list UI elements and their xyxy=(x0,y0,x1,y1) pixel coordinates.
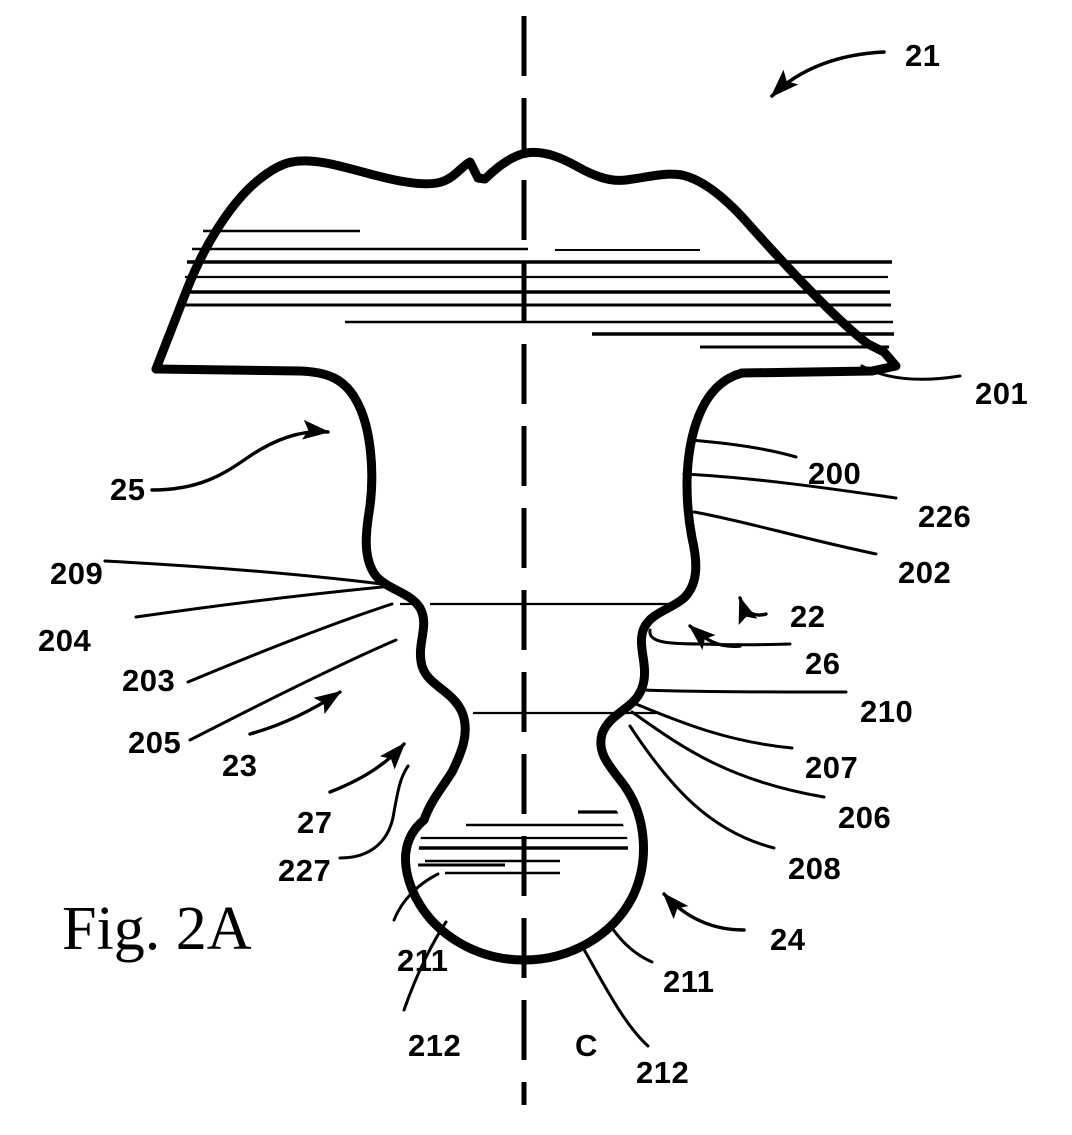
ref-label-25: 25 xyxy=(110,472,146,507)
ref-label-axis-c: C xyxy=(575,1028,598,1063)
ref-label-22: 22 xyxy=(790,599,826,634)
ref-label-226: 226 xyxy=(918,499,972,534)
ref-label-24: 24 xyxy=(770,922,806,957)
ref-label-208: 208 xyxy=(788,851,842,886)
ref-label-212-left: 212 xyxy=(408,1028,462,1063)
figure-caption: Fig. 2A xyxy=(62,895,252,963)
internal-contours-left xyxy=(103,559,448,1012)
ref-label-210: 210 xyxy=(860,694,914,729)
root-profile-outline xyxy=(151,147,901,965)
ref-label-211-right: 211 xyxy=(663,964,715,999)
ref-label-201: 201 xyxy=(975,376,1029,411)
ref-label-207: 207 xyxy=(805,750,859,785)
ref-label-206: 206 xyxy=(838,800,892,835)
ref-label-21: 21 xyxy=(905,38,941,73)
ref-label-23: 23 xyxy=(222,748,258,783)
ref-label-212-right: 212 xyxy=(636,1055,690,1090)
ref-label-204: 204 xyxy=(38,623,92,658)
section-hatching-lower xyxy=(418,810,630,875)
ref-label-202: 202 xyxy=(898,555,952,590)
leader-arrows xyxy=(150,50,886,932)
ref-label-27: 27 xyxy=(297,805,333,840)
horizontal-reference-lines xyxy=(400,602,680,715)
ref-label-209: 209 xyxy=(50,556,104,591)
ref-label-211-left: 211 xyxy=(397,943,449,978)
section-hatching-upper xyxy=(183,229,894,349)
ref-label-227: 227 xyxy=(278,853,332,888)
ref-label-205: 205 xyxy=(128,725,182,760)
ref-label-200: 200 xyxy=(808,456,862,491)
ref-label-203: 203 xyxy=(122,663,176,698)
ref-label-26: 26 xyxy=(805,646,841,681)
